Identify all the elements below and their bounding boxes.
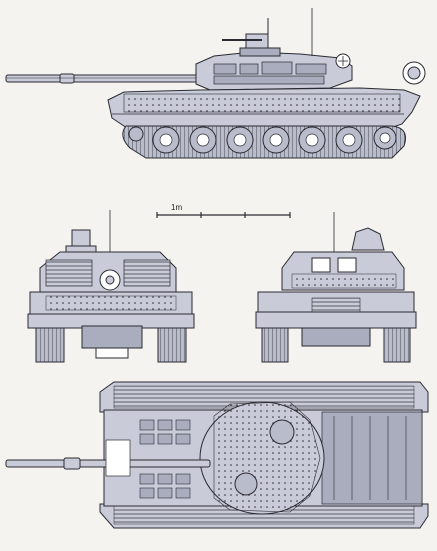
rear-view-cupola (351, 227, 385, 251)
side-view-road-wheels (152, 126, 397, 154)
rear-view-left-track (261, 327, 289, 363)
top-view-engine-deck (321, 411, 423, 505)
top-view-gunner-hatch (234, 472, 258, 496)
side-view-cupola (239, 47, 281, 57)
side-view-gun-barrel (5, 73, 207, 84)
front-view-right-track (157, 327, 187, 363)
scale-bar-label: 1m (171, 203, 183, 212)
front-view (27, 210, 195, 363)
rear-view-right-track (383, 327, 411, 363)
side-view (5, 8, 426, 159)
side-view-idler (128, 126, 144, 142)
scale-bar (156, 212, 291, 218)
top-view-commander-hatch (269, 419, 295, 445)
top-view-driver-hatch (105, 439, 131, 477)
top-view-reactive-armor (139, 419, 191, 499)
top-view (5, 381, 429, 529)
front-view-left-track (35, 327, 65, 363)
rear-view (255, 212, 417, 363)
